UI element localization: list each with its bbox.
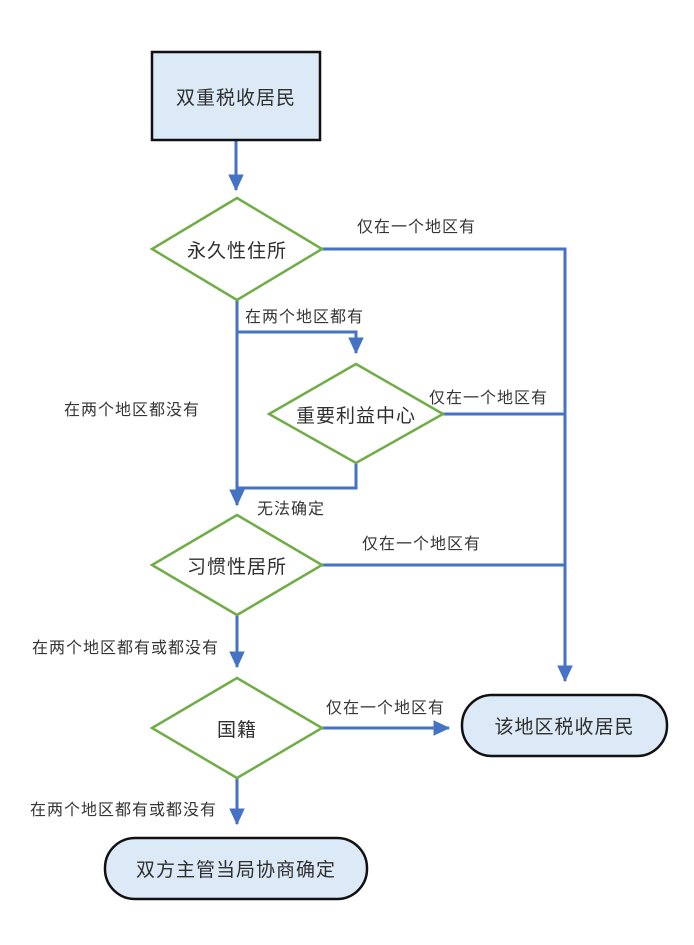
habitual-abode-diamond-shape bbox=[149, 513, 325, 617]
mutual-agreement-node-shape bbox=[103, 836, 369, 901]
nationality-diamond-shape bbox=[149, 676, 325, 780]
edge-cannot-determine bbox=[238, 462, 358, 490]
permanent-home-diamond-shape bbox=[149, 196, 325, 302]
region-resident-node-shape bbox=[460, 693, 669, 758]
edge-both-regions-branch bbox=[237, 330, 364, 355]
start-node-shape bbox=[150, 50, 322, 142]
edge-only-one-region-collector bbox=[320, 247, 573, 683]
vital-interests-diamond-shape bbox=[266, 362, 446, 465]
